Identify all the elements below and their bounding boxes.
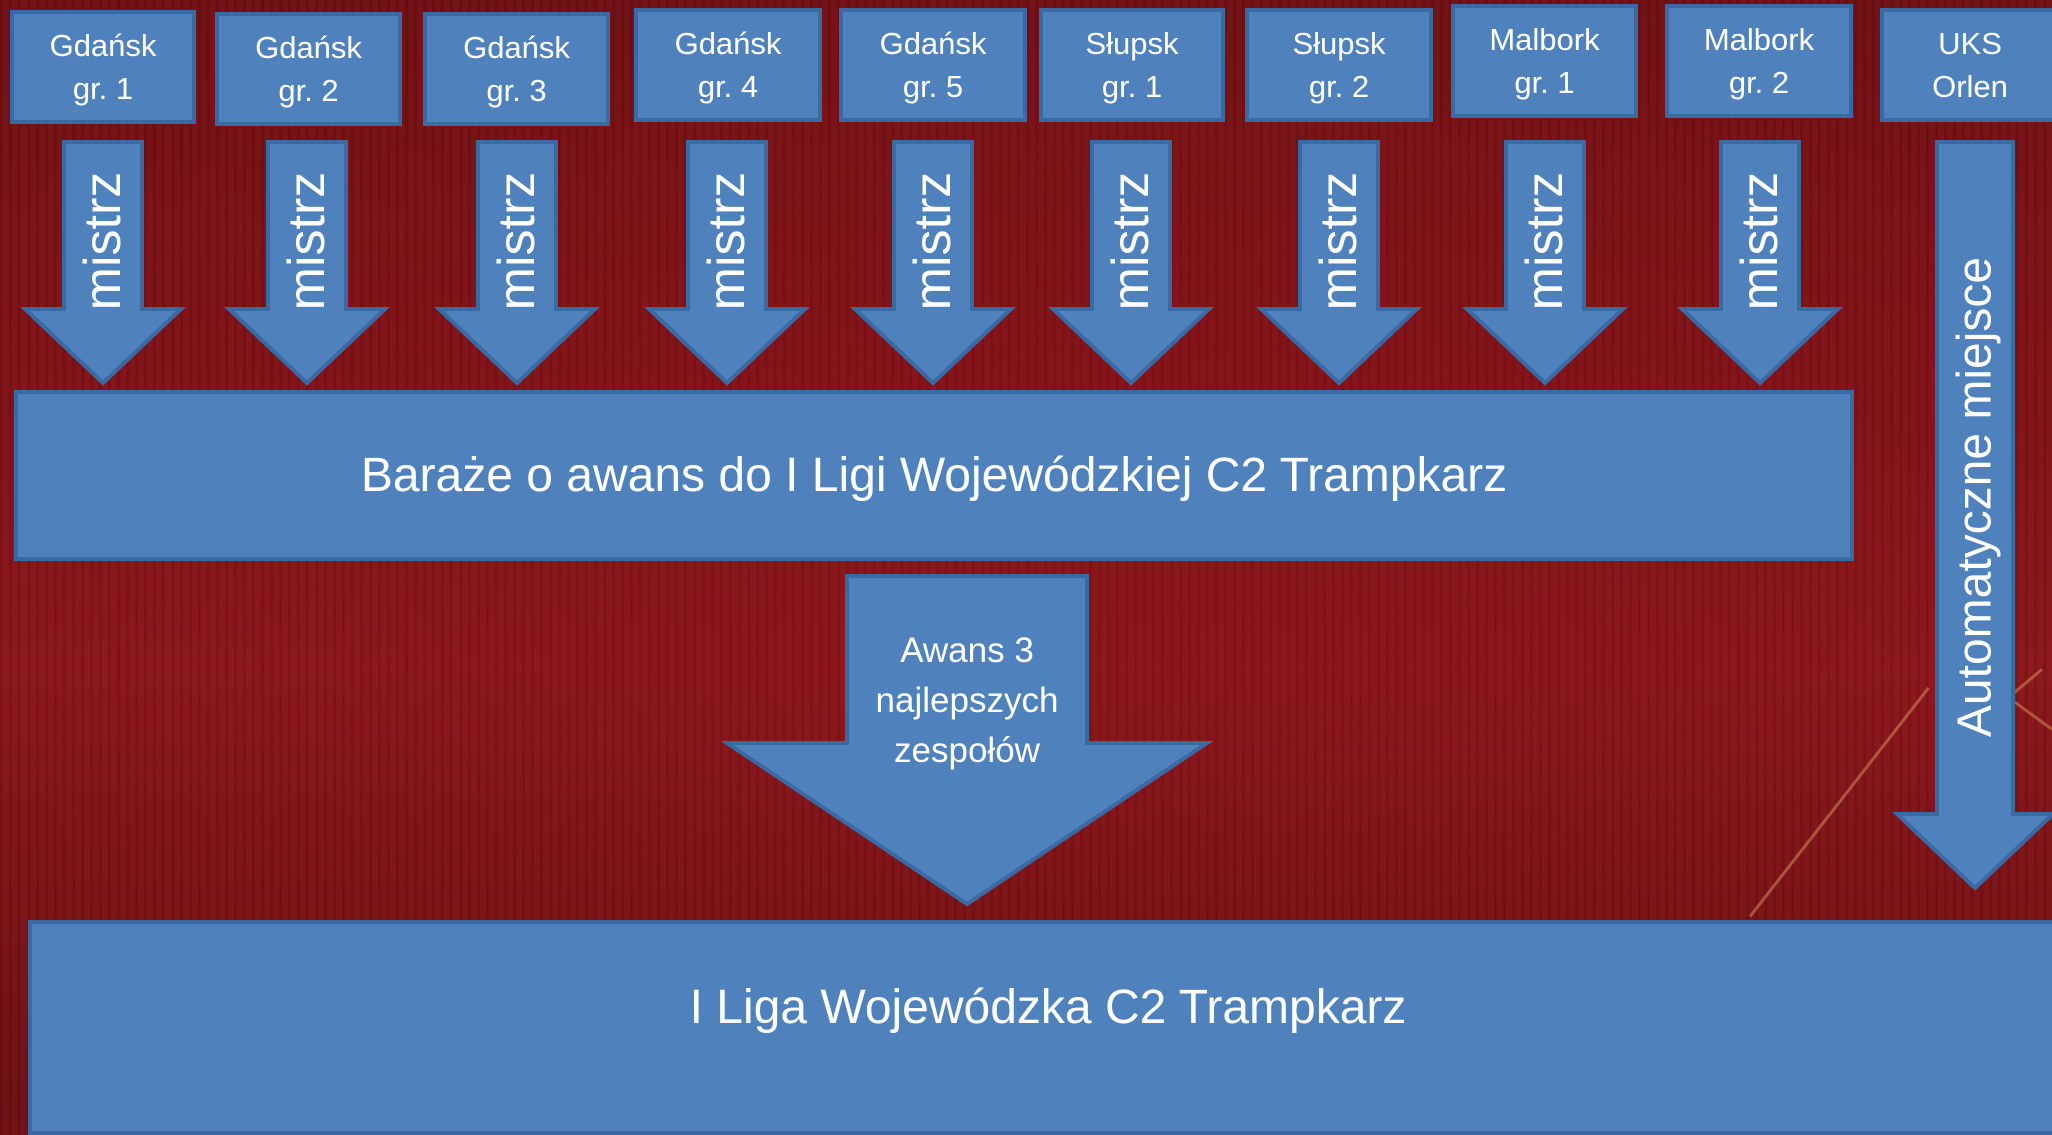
team-group: gr. 5 (902, 69, 964, 104)
champion-arrow-label: mistrz (74, 172, 132, 311)
team-box-uks-orlen: UKS Orlen (1880, 8, 2052, 122)
team-name: Malbork (1489, 22, 1600, 57)
champion-arrow (223, 140, 391, 386)
team-name: Gdańsk (674, 26, 782, 61)
champion-arrow (1047, 140, 1215, 386)
promotion-arrow (720, 574, 1214, 907)
champion-arrow (1461, 140, 1629, 386)
champion-arrow-label: mistrz (1516, 172, 1574, 311)
league-box: I Liga Wojewódzka C2 Trampkarz (28, 920, 2052, 1135)
team-group: gr. 1 (1514, 65, 1575, 100)
champion-arrow (433, 140, 601, 386)
team-box-malbork-gr-2: Malbork gr. 2 (1665, 4, 1853, 118)
champion-arrow-label: mistrz (1731, 172, 1789, 311)
champion-arrow (643, 140, 811, 386)
team-box-malbork-gr-1: Malbork gr. 1 (1451, 4, 1638, 118)
team-box-gdansk-gr-2: Gdańsk gr. 2 (215, 12, 402, 126)
promotion-arrow-text: Awans 3 najlepszych zespołów (850, 626, 1084, 776)
team-group: gr. 4 (697, 69, 759, 104)
team-box-slupsk-gr-2: Słupsk gr. 2 (1245, 8, 1433, 122)
automatic-place-label: Automatyczne miejsce (1949, 257, 2002, 737)
team-group: gr. 1 (72, 71, 134, 106)
promotion-line-1: Awans 3 (900, 631, 1034, 670)
champion-arrow (849, 140, 1017, 386)
playoff-box: Baraże o awans do I Ligi Wojewódzkiej C2… (14, 390, 1854, 561)
team-group: gr. 2 (278, 73, 339, 108)
champion-arrow-label: mistrz (904, 172, 962, 311)
champion-arrow-label: mistrz (1102, 172, 1160, 311)
champion-arrow-label: mistrz (698, 172, 756, 311)
team-name: Malbork (1703, 22, 1815, 57)
league-title: I Liga Wojewódzka C2 Trampkarz (689, 981, 1407, 1034)
team-name: Słupsk (1085, 26, 1179, 61)
team-name: Słupsk (1292, 26, 1386, 61)
team-box-gdansk-gr-5: Gdańsk gr. 5 (839, 8, 1027, 122)
champion-arrow-label: mistrz (488, 172, 546, 311)
team-name: Gdańsk (879, 26, 987, 61)
team-group: gr. 2 (1728, 65, 1790, 100)
team-box-gdansk-gr-1: Gdańsk gr. 1 (10, 10, 196, 124)
champion-arrow (1255, 140, 1423, 386)
promotion-line-2: najlepszych (875, 681, 1059, 720)
team-group: gr. 1 (1101, 69, 1163, 104)
champion-arrow (1676, 140, 1844, 386)
champion-arrow-label: mistrz (278, 172, 336, 311)
team-group: gr. 3 (486, 73, 547, 108)
automatic-place-arrow (1891, 140, 2052, 891)
team-box-gdansk-gr-3: Gdańsk gr. 3 (423, 12, 610, 126)
playoff-title: Baraże o awans do I Ligi Wojewódzkiej C2… (360, 449, 1508, 502)
team-box-slupsk-gr-1: Słupsk gr. 1 (1039, 8, 1225, 122)
champion-arrow (19, 140, 187, 386)
team-name: Gdańsk (255, 30, 362, 65)
team-name: Gdańsk (49, 28, 157, 63)
team-group: Orlen (1932, 69, 2008, 104)
promotion-line-3: zespołów (894, 731, 1040, 770)
champion-arrow-label: mistrz (1310, 172, 1368, 311)
team-name: UKS (1938, 26, 2002, 61)
team-group: gr. 2 (1308, 69, 1370, 104)
team-box-gdansk-gr-4: Gdańsk gr. 4 (634, 8, 822, 122)
team-name: Gdańsk (463, 30, 570, 65)
